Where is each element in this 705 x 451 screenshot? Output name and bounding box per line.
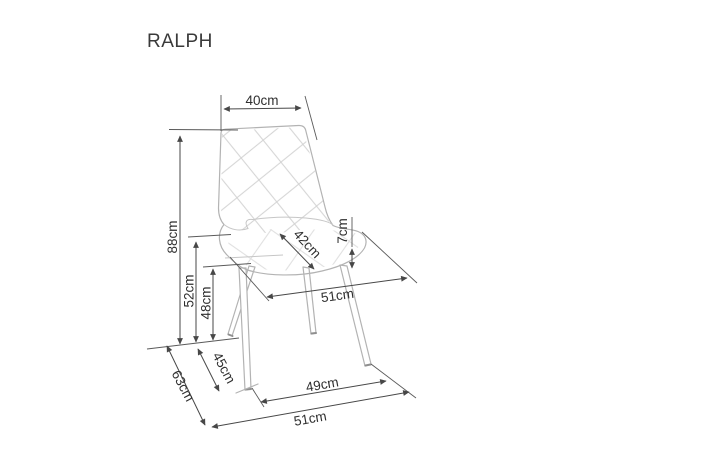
ext-line [168,129,239,131]
dim-label-front-leg-span: 49cm [305,374,340,395]
front-right-leg [339,264,372,367]
dim-label-seat-width: 51cm [320,286,355,305]
dim-label-underseat-height: 48cm [199,286,214,319]
ext-line [304,95,318,141]
ext-line [251,387,265,408]
ext-line [202,263,252,268]
seat-side-roll [223,218,254,231]
seat-crease-front [224,254,284,259]
dim-front-leg-span: 49cm [251,374,387,408]
leg-feet [227,332,372,391]
dim-label-back-width: 40cm [245,93,278,108]
dim-front-span: 45cm [197,348,238,392]
dim-cushion-thickness: 7cm [335,217,355,269]
front-left-leg [238,267,252,391]
dim-label-total-height: 88cm [165,220,180,253]
ext-line-floor [146,337,240,350]
dim-underseat-height: 48cm [199,263,252,341]
dim-label-cushion-thickness: 7cm [335,218,350,244]
backrest-quilting [221,127,330,233]
dimension-line [279,233,315,270]
ext-line [229,256,270,302]
rear-right-leg [302,266,317,335]
dim-total-depth: 63cm [166,345,206,426]
page-title: RALPH [147,31,213,52]
chair-illustration [217,124,372,394]
dim-seat-width: 51cm [229,231,418,305]
backrest-left-edge [217,132,225,226]
dimension-annotations: 40cm 88cm 52cm 48cm [146,93,418,429]
dim-label-seat-height: 52cm [182,274,197,307]
ext-line [370,363,417,399]
dim-total-height: 88cm [146,129,240,350]
dim-base-width: 51cm [211,363,417,429]
dimension-line [223,105,302,112]
dim-label-base-width: 51cm [293,408,328,429]
dimension-line [211,390,410,429]
dim-seat-height: 52cm [182,234,232,343]
dimension-line [266,275,408,300]
seat-back-roll [252,216,334,226]
ext-line [187,234,232,238]
chair-legs [227,264,372,394]
ext-line [361,231,418,284]
dimension-line [166,345,206,426]
dim-label-total-depth: 63cm [169,368,198,404]
dim-back-width: 40cm [220,93,318,141]
seat-outline [218,223,367,276]
